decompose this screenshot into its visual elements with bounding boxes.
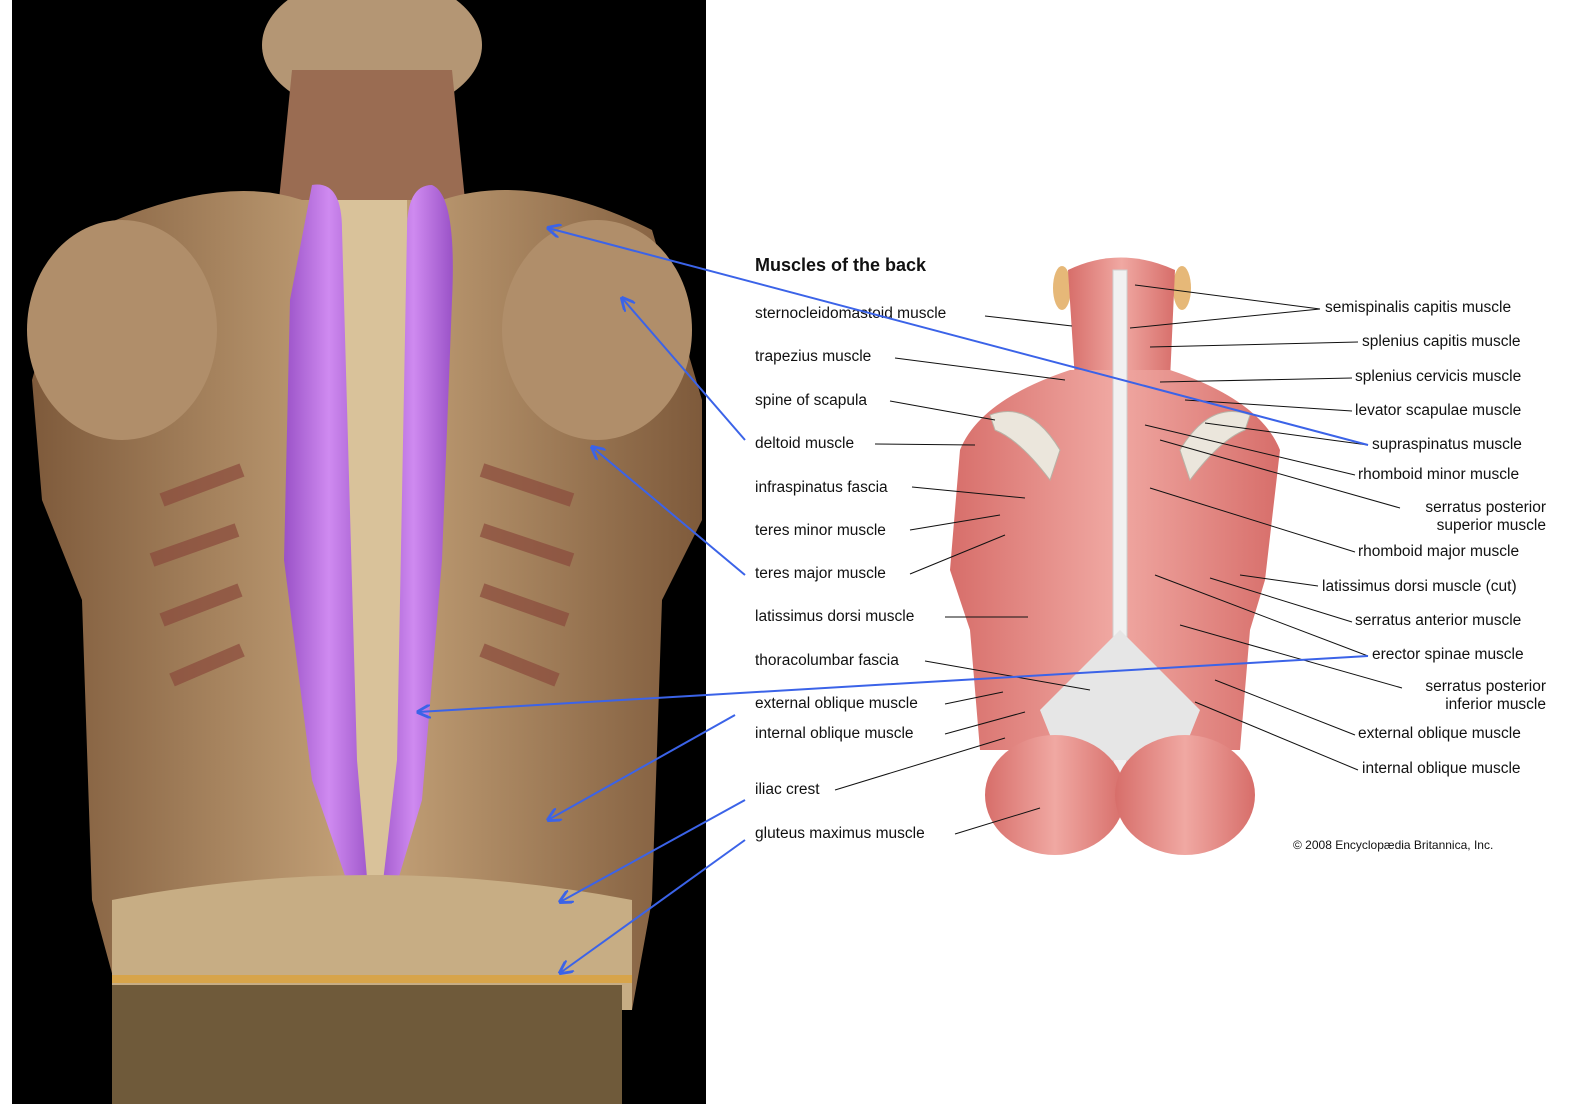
annotation-overlay — [0, 0, 1578, 1111]
